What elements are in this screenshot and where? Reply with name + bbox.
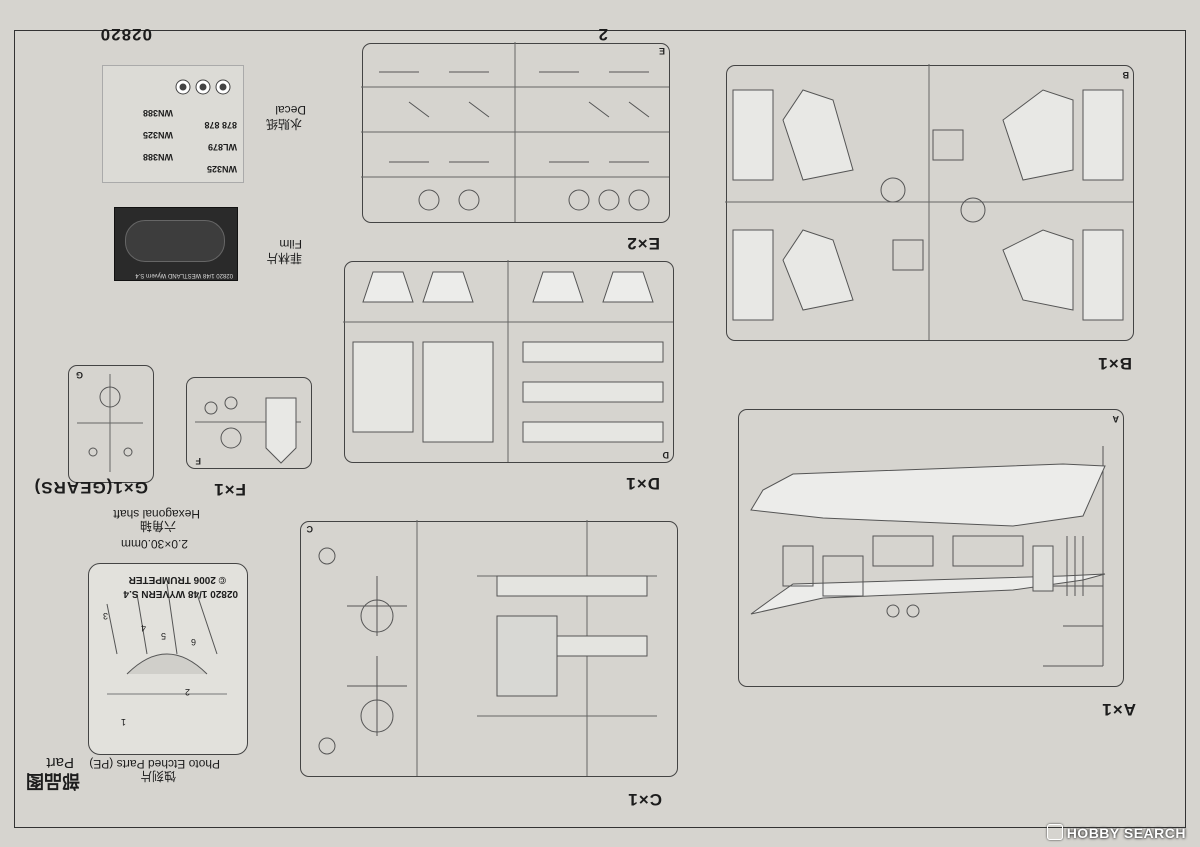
sprue-a-drawing: [750, 446, 1106, 667]
hobby-search-logo-icon: [1046, 824, 1063, 840]
film-print: 02820 1/48 WESTLAND Wyvern S.4: [135, 272, 233, 278]
sprue-d-frame: D: [343, 260, 674, 463]
sprue-b-letter: B: [1122, 70, 1130, 80]
sprue-f-letter: F: [195, 456, 202, 466]
shaft-size: 2.0×30.0mm: [120, 537, 188, 551]
pe-number-1: 1: [120, 717, 126, 727]
pe-line2: © 2006 TRUMPETER: [128, 574, 226, 585]
sprue-d-drawing: [343, 260, 673, 462]
pe-number-5: 5: [160, 631, 166, 641]
decal-roundels: [175, 79, 231, 95]
sprue-f-drawing: [195, 396, 301, 464]
sprue-a-frame: A: [738, 409, 1124, 687]
sprue-b-drawing: [725, 64, 1133, 340]
sprue-e-drawing: [361, 42, 669, 222]
decal-zh: 水贴纸: [265, 117, 302, 131]
sprue-c-letter: C: [306, 524, 314, 534]
hobby-search-watermark: HOBBY SEARCH: [1046, 824, 1186, 841]
sprue-a-count: A×1: [1101, 700, 1136, 719]
hobby-search-text: HOBBY SEARCH: [1066, 825, 1186, 841]
pe-number-4: 4: [140, 623, 146, 633]
sprue-f-frame: F: [186, 377, 312, 469]
sprue-c-drawing: [318, 520, 657, 776]
sprue-g-drawing: [77, 374, 143, 472]
shaft-en: Hexagonal shaft: [113, 507, 200, 521]
pe-fret: [88, 563, 248, 755]
sprue-c-count: C×1: [627, 790, 662, 809]
sprue-b-count: B×1: [1097, 354, 1132, 373]
sprue-e-count: E×2: [626, 234, 660, 253]
sprue-f-count: F×1: [213, 480, 246, 499]
sprue-g-letter: G: [75, 370, 83, 380]
sheet-frame: [14, 30, 1186, 828]
film-zh: 菲林片: [265, 251, 302, 265]
kit-number: 02820: [99, 25, 152, 44]
sprue-b-frame: B: [725, 64, 1134, 341]
pe-number-2: 2: [184, 687, 190, 697]
sprue-g-frame: G: [68, 365, 154, 483]
decal-sheet: WN325 WL879 878 878 WN388 WN325 WN388: [102, 65, 244, 183]
sprue-e-letter: E: [658, 46, 665, 56]
parts-title-zh: 部品图: [26, 771, 80, 791]
sprue-e-frame: E: [361, 42, 670, 223]
sprue-c-frame: C: [300, 520, 678, 777]
pe-drawing: [106, 583, 227, 695]
film-windscreen: [125, 220, 225, 262]
pe-number-3: 3: [102, 611, 108, 621]
sprue-g-count: G×1(GEARS): [33, 478, 148, 497]
pe-line1: 02820 1/48 WYVERN S.4: [123, 588, 238, 599]
film-en: Film: [279, 237, 302, 251]
pe-number-6: 6: [190, 637, 196, 647]
sprue-d-letter: D: [662, 450, 670, 460]
sprue-d-count: D×1: [625, 474, 660, 493]
film-sheet: 02820 1/48 WESTLAND Wyvern S.4: [114, 207, 238, 281]
sprue-a-letter: A: [1112, 414, 1120, 424]
page-number: 2: [597, 25, 608, 44]
parts-title-en: Part: [46, 754, 74, 771]
decal-en: Decal: [275, 103, 306, 117]
pe-en: Photo Etched Parts (PE): [89, 757, 220, 771]
